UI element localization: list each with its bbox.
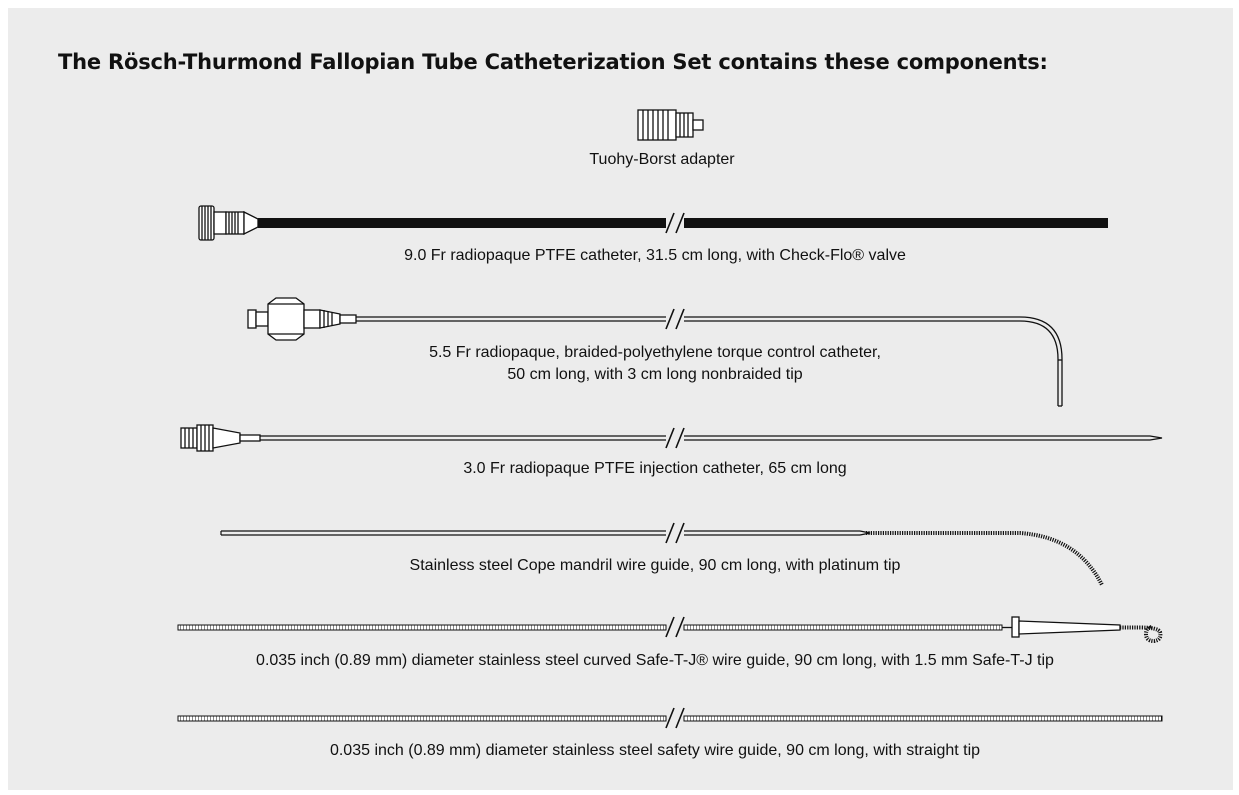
label-torque-control-catheter-line2: 50 cm long, with 3 cm long nonbraided ti… bbox=[507, 366, 803, 383]
diagram-title: The Rösch-Thurmond Fallopian Tube Cathet… bbox=[58, 50, 1048, 74]
label-check-flo-catheter: 9.0 Fr radiopaque PTFE catheter, 31.5 cm… bbox=[404, 247, 906, 264]
safe-t-j-wire-guide-icon bbox=[177, 616, 1163, 644]
tuohy-borst-adapter-icon bbox=[637, 109, 704, 141]
mandril-wire-guide-icon bbox=[220, 522, 1104, 586]
label-injection-catheter: 3.0 Fr radiopaque PTFE injection cathete… bbox=[463, 460, 847, 477]
diagram-panel bbox=[8, 8, 1233, 790]
injection-catheter-icon bbox=[180, 424, 1163, 452]
label-safety-wire-guide: 0.035 inch (0.89 mm) diameter stainless … bbox=[329, 742, 981, 759]
check-flo-catheter-icon bbox=[198, 205, 1108, 241]
safety-wire-guide-icon bbox=[177, 707, 1163, 729]
torque-control-catheter-icon bbox=[247, 297, 1063, 407]
label-tuohy-borst-adapter: Tuohy-Borst adapter bbox=[589, 151, 735, 168]
label-mandril-wire-guide: Stainless steel Cope mandril wire guide,… bbox=[409, 557, 901, 574]
label-torque-control-catheter-line1: 5.5 Fr radiopaque, braided-polyethylene … bbox=[429, 344, 881, 361]
label-safe-t-j-wire-guide: 0.035 inch (0.89 mm) diameter stainless … bbox=[256, 652, 1054, 669]
